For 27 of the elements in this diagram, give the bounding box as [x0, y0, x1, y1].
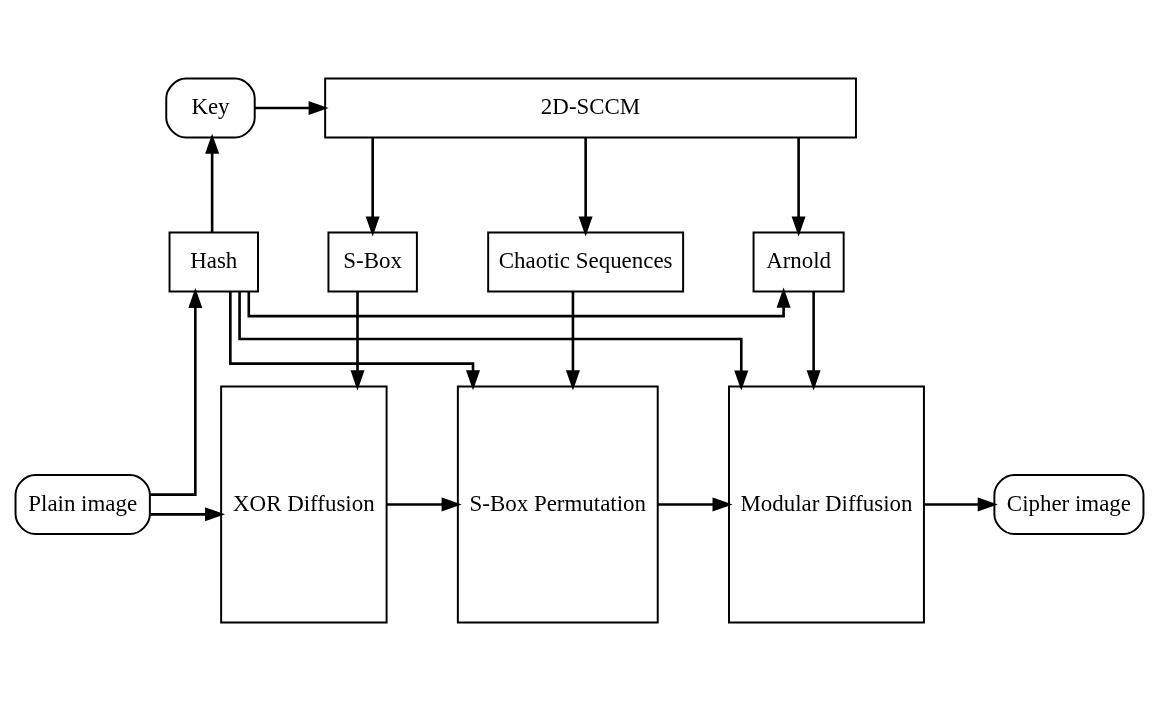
arrow — [806, 291, 821, 391]
arrow — [565, 291, 580, 391]
node-box: XOR Diffusion — [220, 385, 388, 624]
arrow — [657, 497, 733, 512]
arrow — [229, 291, 481, 391]
node-box: 2D-SCCM — [324, 77, 857, 139]
arrow — [365, 137, 380, 237]
node-box: Chaotic Sequences — [487, 231, 685, 293]
arrow — [205, 133, 220, 233]
arrow — [254, 101, 329, 116]
arrow — [150, 507, 226, 522]
arrow — [150, 288, 203, 496]
node-box: Key — [165, 77, 256, 139]
arrow — [247, 287, 791, 318]
node-box: Modular Diffusion — [728, 385, 925, 624]
node-box: S-Box — [327, 231, 418, 293]
node-box: Arnold — [752, 231, 845, 293]
node-box: Plain image — [14, 474, 151, 535]
arrow — [350, 291, 365, 391]
arrow — [791, 137, 806, 237]
arrow — [238, 291, 749, 391]
node-box: Hash — [168, 231, 259, 293]
node-box: Cipher image — [993, 474, 1145, 535]
arrow — [924, 497, 998, 512]
arrow — [387, 497, 462, 512]
node-box: S-Box Permutation — [456, 385, 659, 624]
arrow — [578, 137, 593, 237]
